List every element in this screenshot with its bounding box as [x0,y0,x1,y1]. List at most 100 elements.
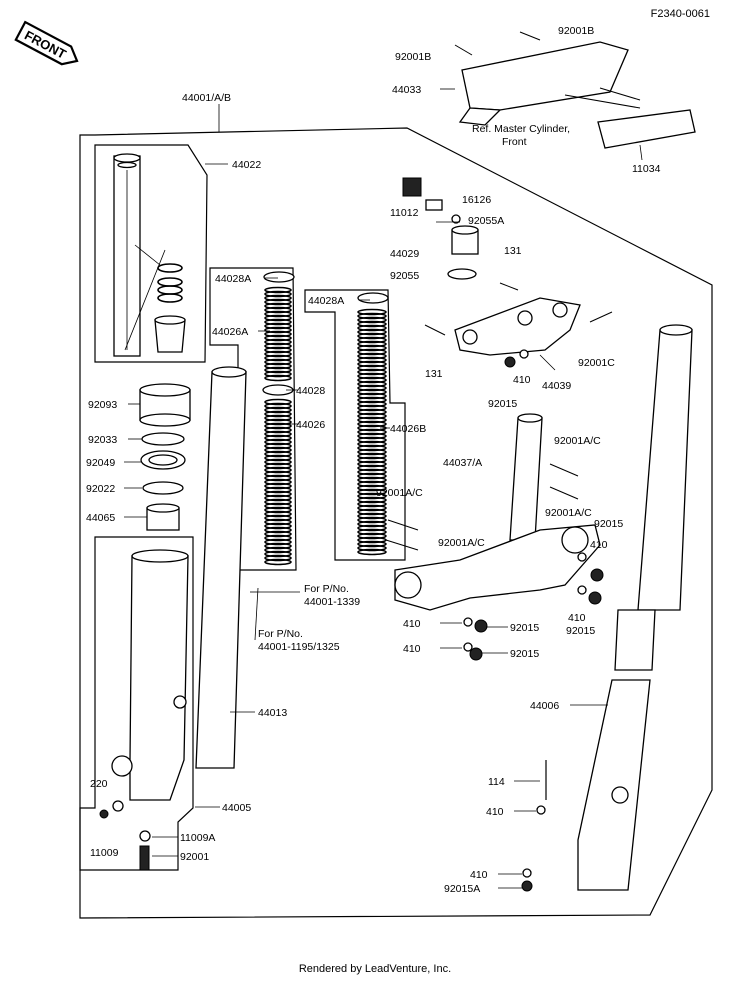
spring-coil [264,286,292,294]
spring-coil [357,324,387,332]
spring-coil [357,400,387,408]
label-410-d: 410 [403,643,421,655]
diagram-code: F2340-0061 [650,8,710,20]
spring-coil [264,482,292,490]
spring-coil [264,462,292,470]
spring-coil [264,406,292,414]
washer-410-a [577,552,587,562]
inner-tube-44022 [113,153,141,357]
retainer-92033 [141,432,185,446]
spring-coil [264,430,292,438]
inset-box-upper [94,144,208,363]
label-44026: 44026 [296,419,325,431]
spring-coil [357,456,387,464]
spring-coil [264,338,292,346]
spring-coil [264,306,292,314]
spring-coil [357,372,387,380]
washer-410-c [463,617,473,627]
spring-coil [357,508,387,516]
label-131-b: 131 [425,368,443,380]
spring-coil [357,488,387,496]
handlebar-holder-44033 [454,31,629,126]
label-for-pno-1b: 44001-1339 [304,596,360,608]
nut-92015-b [588,591,602,605]
spring-coil [264,558,292,566]
spring-coil [357,444,387,452]
gasket-11009A [139,830,151,842]
label-410-f: 410 [470,869,488,881]
label-44028: 44028 [296,385,325,397]
spring-coil [264,290,292,298]
spring-44026A [264,286,292,382]
spring-coil [357,348,387,356]
label-16126: 16126 [462,194,491,206]
spring-coil [357,436,387,444]
spring-coil [357,380,387,388]
label-44001: 44001/A/B [182,92,231,104]
cap-11012 [402,177,422,197]
bushing-44065 [146,503,180,531]
spring-coil [357,364,387,372]
ring-92022 [142,481,184,495]
label-44029: 44029 [390,248,419,260]
upper-bracket-44039 [454,297,581,356]
washer-410-b [577,585,587,595]
label-11034: 11034 [632,163,661,175]
clamp-11034 [564,87,696,149]
label-92015-a: 92015 [594,518,623,530]
bolt-92001AC-a [549,463,579,477]
washer-410-d [463,642,473,652]
nut-92015A [521,880,533,892]
spring-coil [264,374,292,382]
label-92055: 92055 [390,270,419,282]
bolt-92001C [589,311,613,323]
spring-coil [357,492,387,500]
label-44033: 44033 [392,84,421,96]
spring-coil [357,416,387,424]
spring-coil [264,530,292,538]
outer-tube-44005 [111,549,189,801]
label-92049: 92049 [86,457,115,469]
spring-coil [264,434,292,442]
spring-coil [264,538,292,546]
spring-coil [357,420,387,428]
spring-coil [357,412,387,420]
label-for-pno-1a: For P/No. [304,583,349,595]
spring-coil [357,392,387,400]
spring-coil [357,340,387,348]
label-44037: 44037/A [443,457,482,469]
spring-coil [357,328,387,336]
part-labels: 44001/A/B 44022 44028A 44026A 44028 4402… [86,25,661,895]
spring-coil [264,474,292,482]
nut-92015-top [504,356,516,368]
nut-92015-a [590,568,604,582]
spring-coil [264,326,292,334]
spring-44026B [357,308,387,556]
label-131-a: 131 [504,245,522,257]
spring-coil [264,322,292,330]
label-410-top: 410 [513,374,531,386]
spring-coil [264,550,292,558]
spring-coil [264,426,292,434]
label-for-pno-2b: 44001-1195/1325 [258,641,340,653]
spring-coil [357,316,387,324]
label-11009A: 11009A [180,832,215,844]
spring-coil [264,494,292,502]
label-410-a: 410 [590,539,608,551]
label-44022: 44022 [232,159,261,171]
label-44006: 44006 [530,700,559,712]
label-92001B-a: 92001B [558,25,594,37]
label-44026B: 44026B [390,423,426,435]
label-220: 220 [90,778,108,790]
spring-coil [357,452,387,460]
nut-92015-c [474,619,488,633]
oring-92055A [451,214,461,224]
spring-coil [264,490,292,498]
oring-92055 [447,268,477,280]
spring-coil [357,544,387,552]
spring-coil [264,370,292,378]
inset-box-lower [79,536,194,871]
label-92015-c: 92015 [510,622,539,634]
label-92001AC-a: 92001A/C [554,435,601,447]
spring-coil [264,310,292,318]
